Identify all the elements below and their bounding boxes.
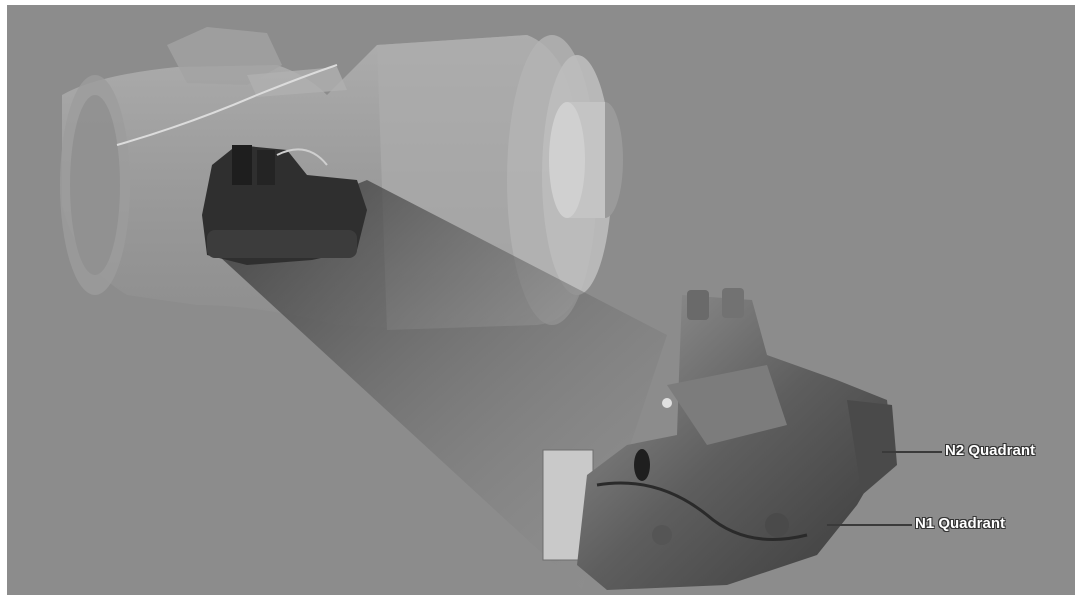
fuel-control-unit-large: [542, 288, 897, 590]
engine-illustration: [60, 27, 942, 590]
n1-quadrant-label: N1 Quadrant: [915, 515, 1006, 532]
n2-quadrant-label: N2 Quadrant: [945, 442, 1036, 459]
fuel-control-unit-small: [202, 145, 367, 265]
illustration-frame: N2 Quadrant N1 Quadrant: [7, 5, 1075, 595]
